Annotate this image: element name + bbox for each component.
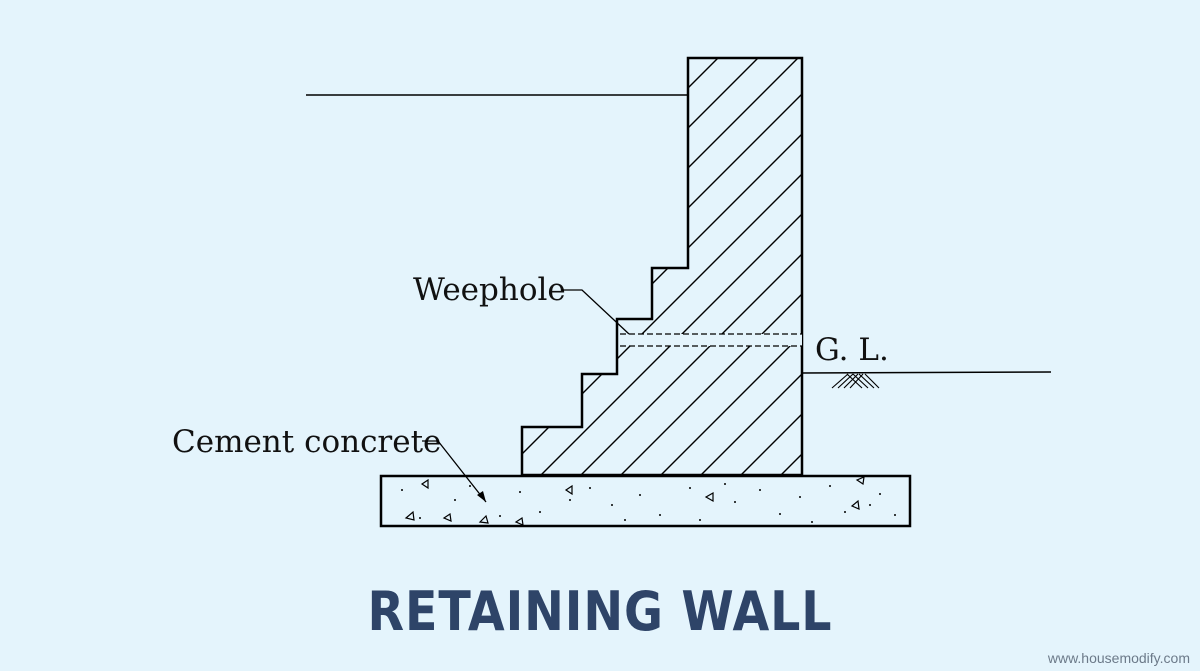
watermark: www.housemodify.com [1047, 650, 1190, 666]
cement-concrete-leader-arrow [477, 491, 486, 502]
concrete-aggregate-dots [401, 483, 896, 523]
retaining-wall-outline [520, 56, 804, 477]
weephole-pipe [620, 333, 802, 347]
concrete-aggregate-triangles [404, 476, 865, 526]
ground-level-label: G. L. [815, 332, 889, 368]
weephole-leader-line [562, 289, 630, 335]
wall-hatching [522, 58, 802, 475]
weephole-label: Weephole [413, 272, 566, 308]
ground-level-line [801, 371, 1052, 374]
cement-concrete-label: Cement concrete [172, 424, 441, 460]
ground-hatch-symbol [831, 373, 880, 389]
cement-concrete-leader-line [422, 440, 487, 503]
cement-concrete-base [379, 474, 912, 528]
page-title: RETAINING WALL [367, 580, 833, 643]
